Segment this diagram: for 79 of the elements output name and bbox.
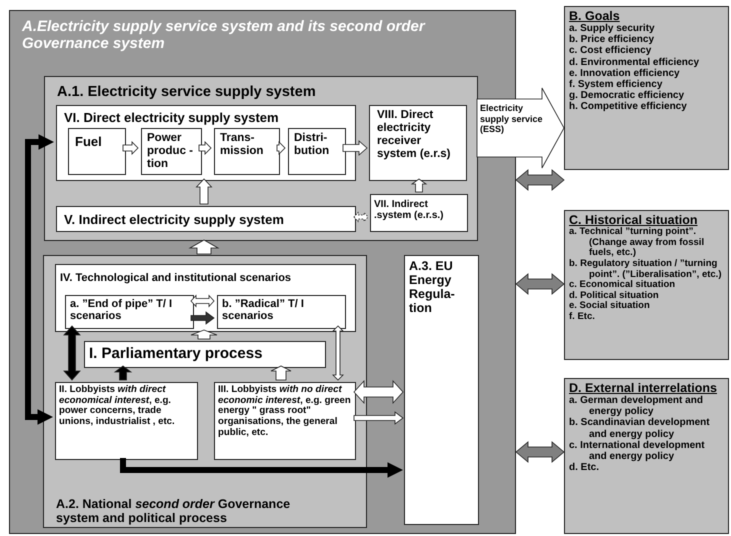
block-arrow <box>190 330 218 340</box>
box-label: VI. Direct electricity supply system <box>64 111 279 126</box>
panel-heading: B. Goals <box>569 9 621 23</box>
list-item: e. Innovation efficiency <box>569 68 681 79</box>
block-arrow <box>353 380 404 404</box>
subsystem-panel <box>43 255 367 528</box>
block-arrow <box>122 141 139 155</box>
panel-title: A.1. Electricity service supply system <box>57 84 316 100</box>
block-arrow <box>410 178 428 192</box>
block-arrow <box>342 140 368 156</box>
block-arrow <box>63 325 81 381</box>
box-label: a. ”End of pipe” T/ I scenarios <box>70 298 174 323</box>
box-label: b. ”Radical” T/ I scenarios <box>222 298 305 323</box>
list-item: a. Supply security <box>569 23 656 34</box>
box-label: Power produc -tion <box>147 132 194 171</box>
box-label: I. Parliamentary process <box>89 346 262 363</box>
list-item: b. Price efficiency <box>569 34 656 46</box>
box-label: V. Indirect electricity supply system <box>64 213 284 228</box>
list-item: d. Political situation <box>569 290 660 301</box>
block-arrow <box>196 178 212 204</box>
block-arrow <box>515 169 565 191</box>
info-panel <box>564 6 729 170</box>
process-box <box>55 264 356 332</box>
box-label: Distri- bution <box>294 132 330 158</box>
box-label: II. Lobbyists with direct economical interest, e.g. power concerns, trade unions, industrialist , etc. <box>59 385 176 428</box>
info-panel <box>564 210 729 360</box>
list-item: b. Regulatory situation / ”turning point”. (”Liberalisation”, etc.) <box>569 258 722 280</box>
list-item: c. Economical situation <box>569 280 676 291</box>
edge-label: Electricity supply service (ESS) <box>480 103 543 135</box>
process-step-box <box>68 128 126 175</box>
process-box <box>84 341 326 368</box>
box-label: A.3. EU Energy Regula- tion <box>409 259 456 315</box>
process-step-box <box>141 128 202 175</box>
block-arrow <box>198 141 212 155</box>
info-panel <box>564 378 729 534</box>
box-label: VII. Indirect .system (e.r.s.) <box>374 199 444 222</box>
process-step-box <box>288 128 346 175</box>
process-step-box <box>214 128 280 175</box>
regulation-panel <box>404 255 479 525</box>
panel-title: A.Electricity supply service system and its second order Governance system <box>22 19 426 53</box>
block-arrow <box>190 294 215 308</box>
box-label: Fuel <box>75 135 102 150</box>
block-arrow <box>276 141 286 155</box>
block-arrow <box>114 366 132 380</box>
scenario-box <box>217 295 346 329</box>
stakeholder-box <box>214 382 356 460</box>
box-label: III. Lobbyists with no direct economic interest, e.g. green energy " grass root" organisations, the general public, etc. <box>218 385 352 439</box>
list-item: d. Environmental efficiency <box>569 56 700 68</box>
block-arrow <box>353 211 369 223</box>
list-item: a. Technical ”turning point”. (Change away from fossil fuels, etc.) <box>569 227 706 259</box>
panel-title: A.2. National second order Governance system and political process <box>56 497 292 525</box>
process-box <box>369 105 467 181</box>
arrow <box>120 458 403 478</box>
panel-heading: D. External interrelations <box>569 381 718 395</box>
block-arrow <box>515 441 565 463</box>
process-box <box>56 206 356 232</box>
block-arrow <box>190 311 215 325</box>
stakeholder-box <box>55 382 198 460</box>
scenario-box <box>65 295 194 329</box>
box-label: Trans- mission <box>220 132 264 158</box>
list-item: e. Social situation <box>569 301 651 312</box>
block-arrow <box>188 240 220 254</box>
box-label: VIII. Direct electricity receiver system (e.r.s) <box>377 109 452 160</box>
process-box <box>370 194 468 232</box>
panel-heading: C. Historical situation <box>569 213 698 227</box>
list-item: h. Competitive efficiency <box>569 101 688 112</box>
block-arrow <box>270 366 292 380</box>
list-item: f. System efficiency <box>569 78 664 90</box>
list-item: g. Democratic efficiency <box>569 90 686 102</box>
block-arrow <box>354 411 404 425</box>
block-arrow <box>332 325 344 381</box>
subsystem-panel <box>44 76 478 241</box>
process-box <box>56 105 356 181</box>
list-item: f. Etc. <box>569 312 596 323</box>
list-item: d. Etc. <box>569 462 600 474</box>
arrow <box>25 134 54 425</box>
block-arrow <box>515 273 565 295</box>
box-label: IV. Technological and institutional scenarios <box>60 272 292 284</box>
list-item: c. Cost efficiency <box>569 45 652 57</box>
